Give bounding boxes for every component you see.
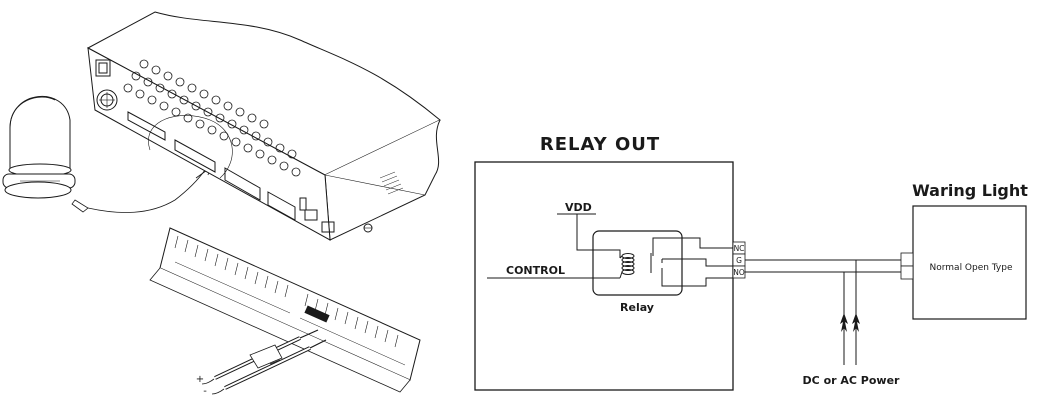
relay-terminals (732, 241, 746, 279)
vdd-wire (576, 214, 621, 258)
control-label: CONTROL (506, 264, 565, 277)
warning-light-title: Waring Light (912, 181, 1028, 200)
vdd-label: VDD (565, 201, 592, 214)
relay-switch-icon (650, 237, 733, 287)
wire-minus-sign: - (203, 386, 207, 397)
terminal-no-label: NO (733, 268, 745, 277)
relay-component (592, 230, 683, 296)
output-wiring (745, 259, 901, 365)
relay-out-title: RELAY OUT (540, 134, 660, 155)
siren-cable (87, 169, 206, 213)
warning-light-terminals (900, 252, 914, 280)
bnc-connector-rows (123, 59, 301, 177)
power-source-label: DC or AC Power (803, 374, 901, 387)
relay-coil-icon (619, 253, 635, 279)
terminal-nc-label: NC (734, 244, 745, 253)
power-wires (201, 329, 327, 395)
relay-label: Relay (620, 301, 654, 314)
wire-plus-sign: + (196, 374, 204, 385)
dvr-unit (86, 11, 441, 241)
power-arrow-icons (840, 313, 860, 332)
siren-icon (2, 96, 76, 199)
device-illustration (2, 11, 441, 395)
terminal-g-label: G (736, 256, 742, 265)
terminal-block-zoom (149, 227, 421, 393)
warning-light-type: Normal Open Type (930, 263, 1013, 273)
